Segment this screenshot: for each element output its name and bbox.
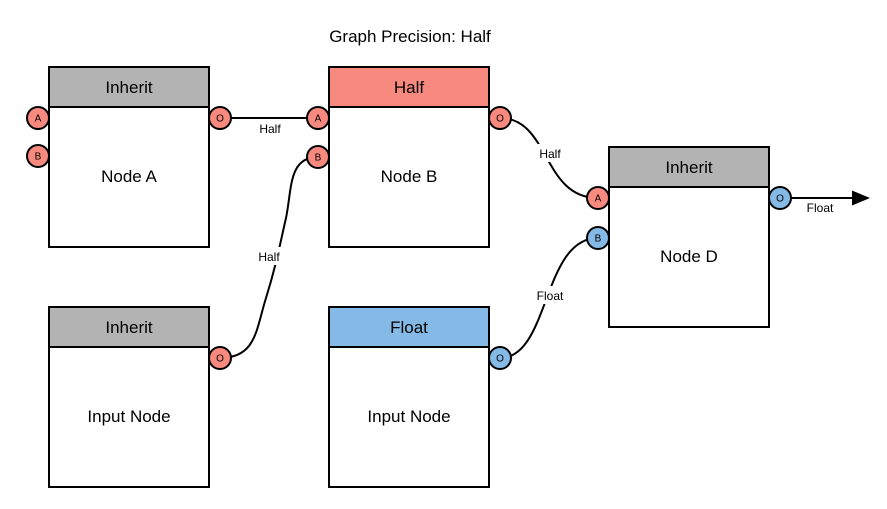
edge-node-d-output-label: Float (807, 201, 834, 215)
node-a-port-b-circle (26, 144, 50, 168)
node-a-label: Node A (101, 167, 157, 186)
node-d: Inherit Node D (608, 146, 770, 328)
input-node-left-header-label: Inherit (105, 318, 153, 337)
node-d-port-o: O (768, 186, 792, 210)
node-d-port-a: A (586, 186, 610, 210)
edge-node-a-to-node-b-label: Half (259, 122, 281, 136)
node-a-port-o-label: O (216, 114, 224, 125)
node-d-port-a-label: A (595, 194, 602, 205)
edge-node-b-to-node-d-label-bg (532, 144, 568, 162)
input-node-mid-port-o-circle (488, 346, 512, 370)
input-node-mid-header-label: Float (390, 318, 428, 337)
node-a-header-label: Inherit (105, 78, 153, 97)
input-node-mid-port-o: O (488, 346, 512, 370)
node-a-port-b: B (26, 144, 50, 168)
input-node-left-port-o-label: O (216, 354, 224, 365)
node-d-port-b-circle (586, 226, 610, 250)
edge-input-mid-to-node-d-label: Float (537, 289, 564, 303)
node-b-port-o-label: O (496, 114, 504, 125)
node-d-port-b-label: B (595, 234, 602, 245)
input-node-left-label: Input Node (87, 407, 170, 426)
edge-input-mid-to-node-d: Float (499, 237, 599, 359)
graph-title: Graph Precision: Half (329, 27, 491, 46)
edge-node-d-output: Float (780, 190, 870, 215)
input-node-left-port-o-circle (208, 346, 232, 370)
node-b-port-b-circle (306, 145, 330, 169)
edge-input-mid-to-node-d-label-bg (528, 286, 572, 304)
node-b-port-a: A (306, 106, 330, 130)
input-node-mid-port-o-label: O (496, 354, 504, 365)
edge-node-b-to-node-d: Half (499, 117, 599, 199)
node-d-port-a-circle (586, 186, 610, 210)
node-a-port-b-label: B (35, 152, 42, 163)
node-b-port-o-circle (488, 106, 512, 130)
node-a-header (48, 66, 210, 108)
node-a-port-a: A (26, 106, 50, 130)
input-node-mid-label: Input Node (367, 407, 450, 426)
input-node-left-port-o: O (208, 346, 232, 370)
node-b-label: Node B (381, 167, 438, 186)
edge-node-b-to-node-d-label: Half (539, 147, 561, 161)
node-a: Inherit Node A (48, 66, 210, 248)
input-node-left: Inherit Input Node (48, 306, 210, 488)
edge-node-a-to-node-b: Half (220, 117, 318, 136)
node-d-label: Node D (660, 247, 718, 266)
input-node-mid-header (328, 306, 490, 348)
node-b-port-b-label: B (315, 153, 322, 164)
edge-node-d-output-arrowhead-icon (852, 190, 870, 206)
node-b-header-label: Half (394, 78, 425, 97)
node-b-port-b: B (306, 145, 330, 169)
input-node-left-header (48, 306, 210, 348)
node-b-header (328, 66, 490, 108)
node-b-port-a-circle (306, 106, 330, 130)
node-d-port-o-circle (768, 186, 792, 210)
input-node-mid: Float Input Node (328, 306, 490, 488)
edge-input-left-to-node-b-label-bg (252, 247, 286, 265)
node-a-port-o-circle (208, 106, 232, 130)
node-d-port-b: B (586, 226, 610, 250)
node-a-port-a-circle (26, 106, 50, 130)
node-b: Half Node B (328, 66, 490, 248)
node-d-port-o-label: O (776, 194, 784, 205)
node-a-port-o: O (208, 106, 232, 130)
node-b-port-a-label: A (315, 114, 322, 125)
node-a-port-a-label: A (35, 114, 42, 125)
node-d-header-label: Inherit (665, 158, 713, 177)
node-d-header (608, 146, 770, 188)
edge-input-left-to-node-b-label: Half (258, 250, 280, 264)
edge-input-left-to-node-b: Half (219, 156, 319, 359)
node-b-port-o: O (488, 106, 512, 130)
